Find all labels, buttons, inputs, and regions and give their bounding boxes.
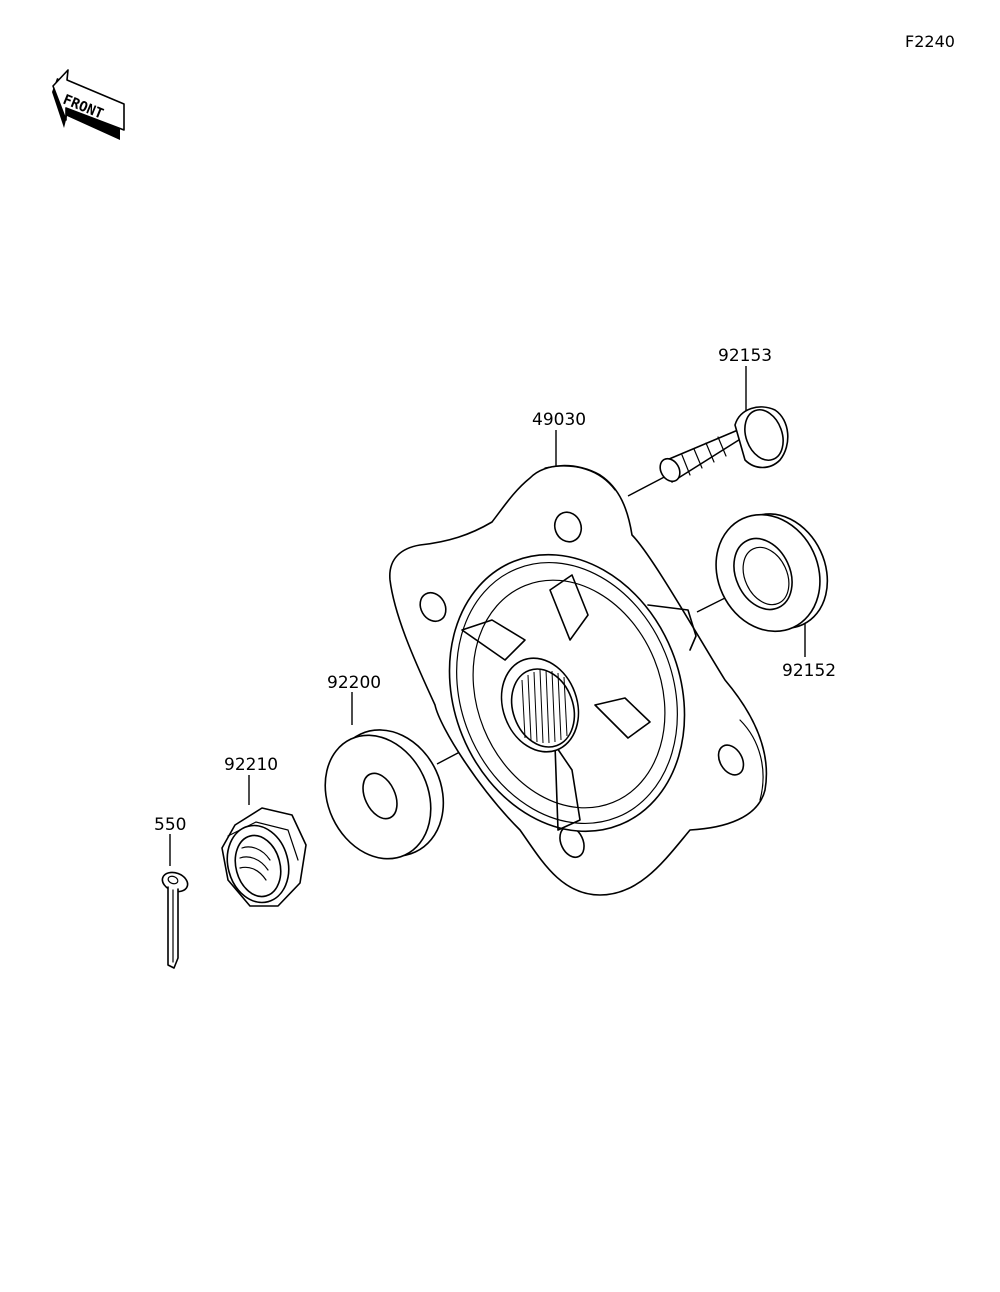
hex-nut-part [221,807,307,907]
stud-bolt-part [659,406,789,483]
hub-flange-part [389,464,768,896]
oil-seal-part [715,513,829,633]
callout-92153: 92153 [718,346,772,366]
callout-49030: 49030 [532,410,586,430]
callout-92200: 92200 [327,673,381,693]
cotter-pin-part [161,871,189,969]
spline-teeth [521,669,568,744]
callout-92152: 92152 [782,661,836,681]
callout-550: 550 [154,815,186,835]
front-arrow-icon: FRONT [52,69,125,140]
washer-part [324,729,445,860]
figure-id: F2240 [905,32,955,51]
callout-92210: 92210 [224,755,278,775]
part-callouts: 92153 49030 92152 92200 92210 550 [154,346,836,835]
